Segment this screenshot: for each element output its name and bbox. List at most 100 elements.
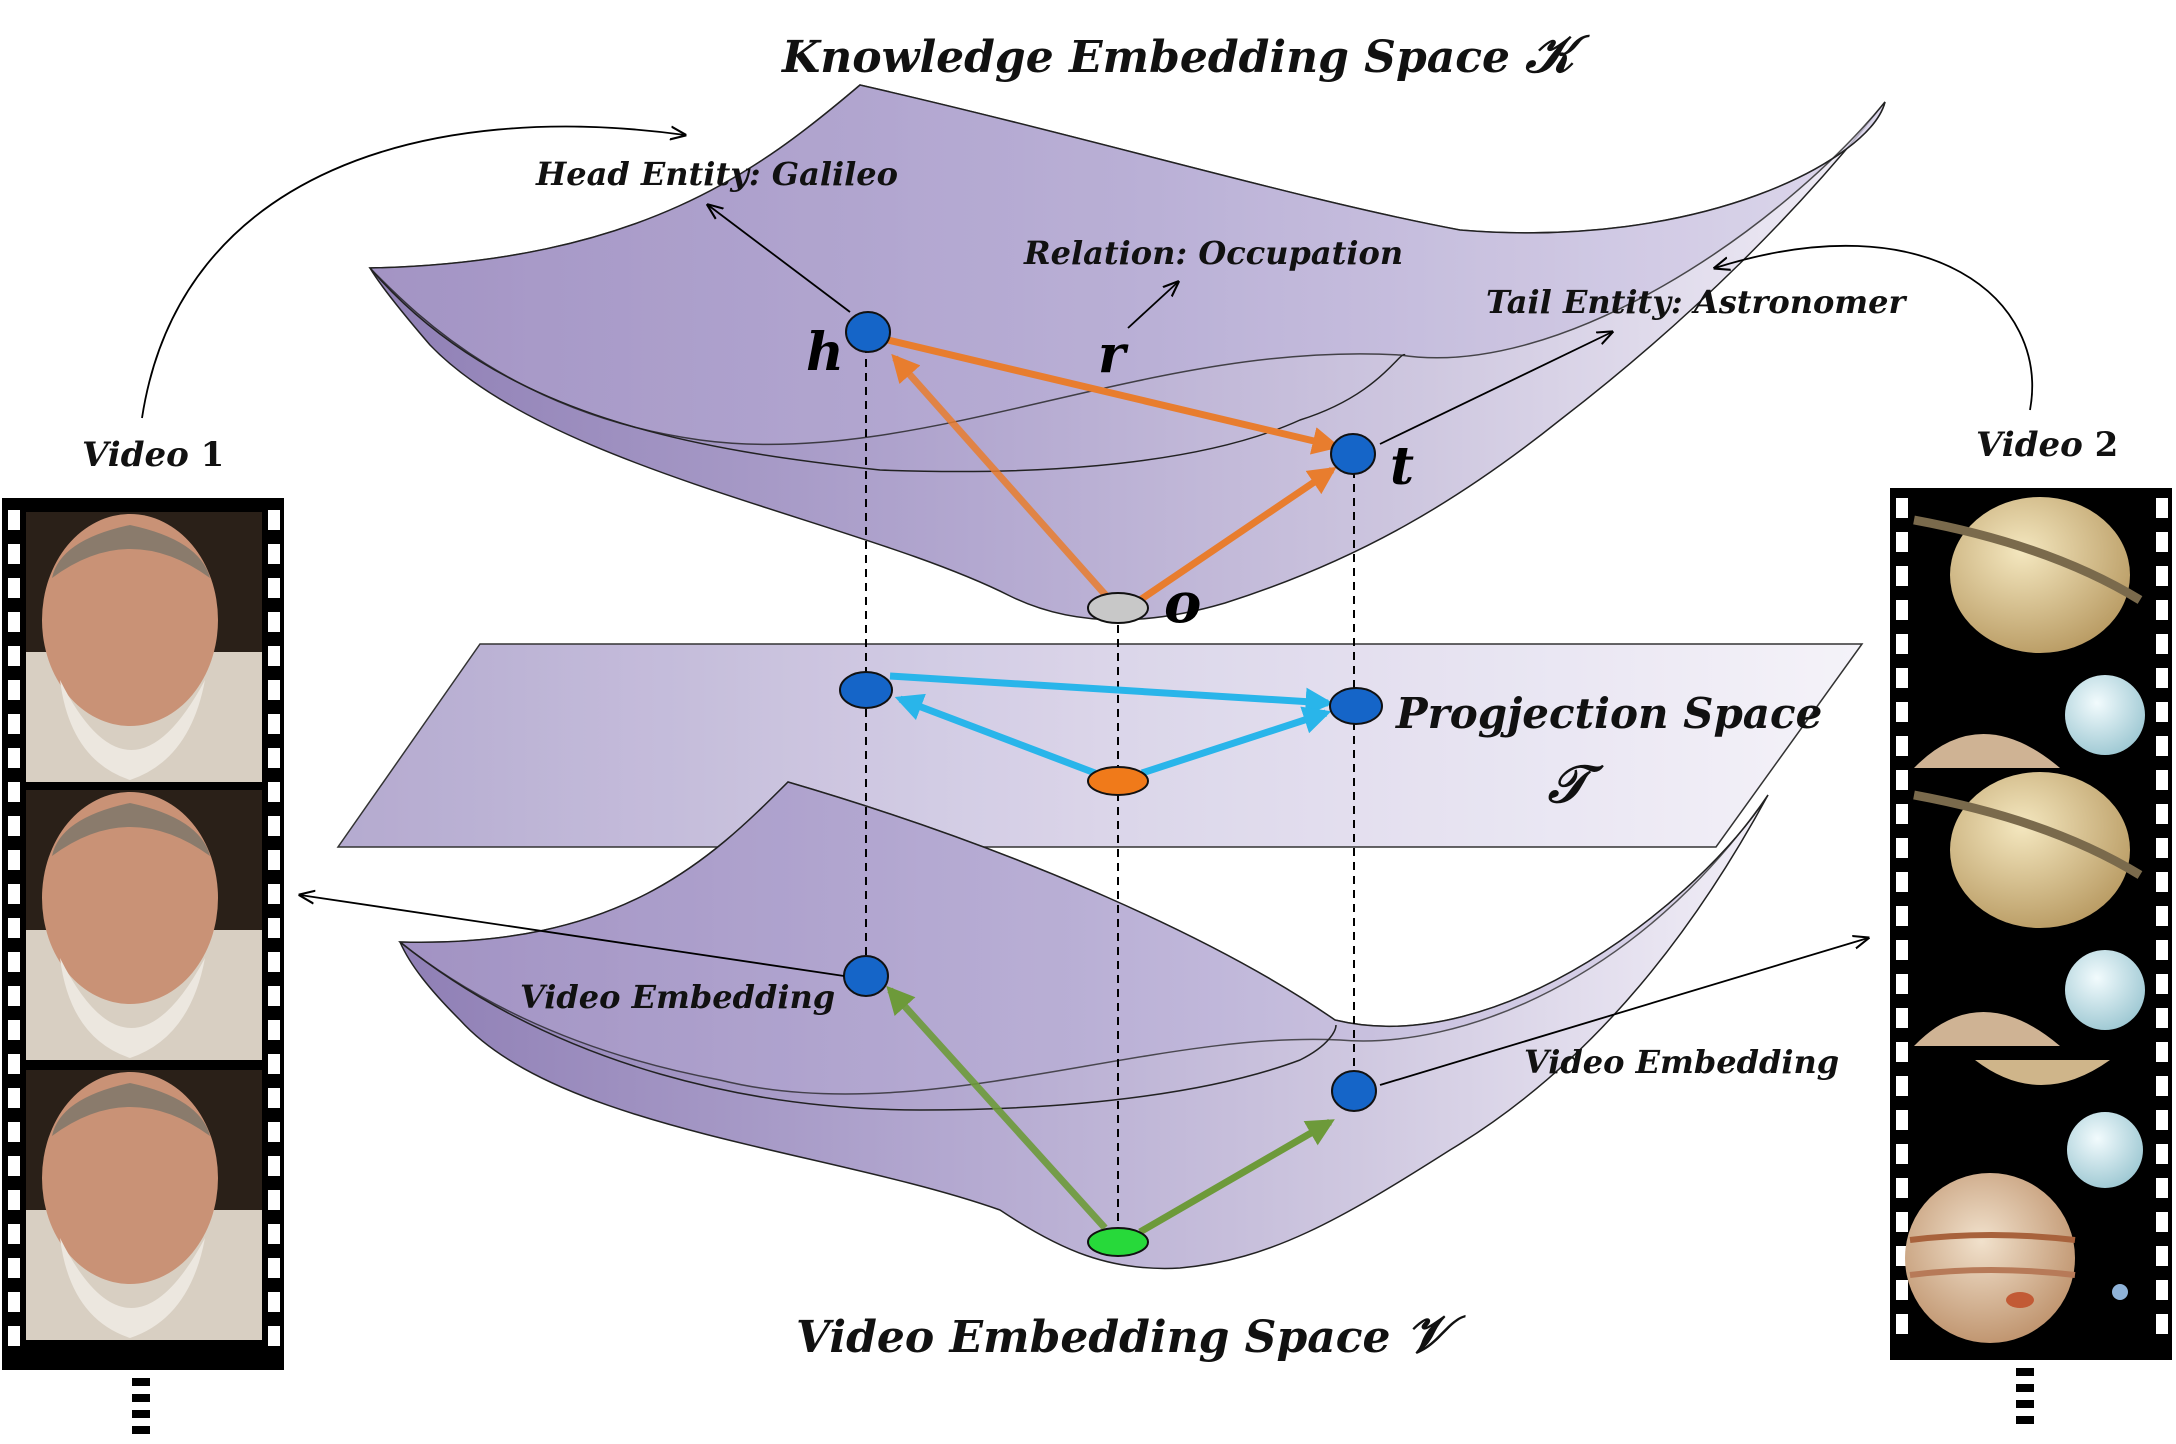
node-o-projection [1087,766,1149,796]
knowledge-space-title: Knowledge Embedding Space 𝒦 [780,24,1590,85]
sprocket-hole [268,1054,280,1074]
proj-arrow-o-to-t [1140,706,1332,777]
var-o: o [1164,570,1201,636]
sprocket-hole [1896,1110,1908,1130]
sprocket-hole [1896,1042,1908,1062]
frame-galileo-3 [26,1070,262,1340]
frame-planets-1 [1913,497,2150,770]
sprocket-hole [8,1156,20,1176]
sprocket-hole [8,1054,20,1074]
sprocket-hole [268,1326,280,1346]
film-strip-video1 [2,498,284,1434]
sprocket-hole [8,850,20,870]
sprocket-hole [2156,600,2168,620]
knowledge-space-title-text: Knowledge Embedding Space [780,32,1510,83]
sprocket-hole [1896,1212,1908,1232]
sprocket-hole [1896,1280,1908,1300]
sprocket-hole [8,578,20,598]
projection-arrows [889,672,1334,777]
pointer-tail-entity [1379,332,1612,445]
proj-arrow-o-to-h [894,693,1097,777]
node-video-right [1331,1070,1377,1112]
sprocket-hole [268,1122,280,1142]
video2-label-number: 2 [2095,425,2119,465]
node-h-projection [839,671,893,709]
sprocket-hole [268,748,280,768]
sprocket-hole [8,1326,20,1346]
sprocket-hole [1896,906,1908,926]
sprocket-hole [8,510,20,530]
pointer-relation [1127,282,1178,329]
node-t-knowledge [1330,433,1376,475]
sprocket-hole [2156,1008,2168,1028]
frame-planets-3 [1905,1058,2150,1348]
knowledge-space-symbol: 𝒦 [1524,24,1590,85]
sprocket-hole [268,714,280,734]
sprocket-hole [2156,532,2168,552]
svg-text:Video Embedding Space 𝒱: Video Embedding Space 𝒱 [796,1304,1466,1365]
sprocket-hole [2156,1144,2168,1164]
sprocket-hole [8,612,20,632]
sprocket-hole [268,1088,280,1108]
node-o-knowledge [1087,592,1149,624]
sprocket-hole [1896,1314,1908,1334]
sprocket-hole [2156,1246,2168,1266]
sprocket-hole [268,1292,280,1312]
video-embedding-right-label: Video Embedding [1524,1043,1839,1081]
frame-galileo-1 [26,512,262,782]
video1-label-prefix: Video [82,435,189,475]
sprocket-hole [268,986,280,1006]
video-embedding-left-label: Video Embedding [520,978,835,1016]
sprocket-hole [2156,838,2168,858]
sprocket-hole [2156,1042,2168,1062]
sprocket-hole [8,816,20,836]
sprocket-hole [2156,974,2168,994]
video-arrow-o-to-left [886,985,1108,1231]
sprocket-hole [268,918,280,938]
sprocket-hole [8,918,20,938]
curve-video2-to-knowledge [1715,244,2033,411]
var-t: t [1390,436,1414,497]
video2-label-prefix: Video [1976,425,2083,465]
sprocket-hole [1896,498,1908,518]
video-space-title-text: Video Embedding Space [796,1312,1391,1363]
proj-arrow-h-to-t [889,672,1334,716]
more-frames-ellipsis-right [2016,1368,2034,1424]
knowledge-embedding-surface [368,84,1886,621]
arrow-o-to-h [891,353,1113,603]
sprocket-holes-left [8,510,280,1346]
sprocket-hole [2156,1212,2168,1232]
sprocket-hole [8,1088,20,1108]
sprocket-hole [2156,770,2168,790]
sprocket-hole [1896,634,1908,654]
sprocket-hole [2156,1178,2168,1198]
node-o-video [1087,1227,1149,1257]
sprocket-hole [2156,804,2168,824]
more-frames-ellipsis-left [132,1378,150,1434]
video-embedding-surface [397,781,1769,1270]
sprocket-hole [1896,974,1908,994]
curve-video1-to-knowledge [141,127,685,419]
tail-entity-label: Tail Entity: Astronomer [1486,283,1908,321]
sprocket-hole [1896,1008,1908,1028]
sprocket-hole [1896,838,1908,858]
pointer-video-embedding-left [300,895,845,977]
sprocket-hole [268,544,280,564]
sprocket-hole [268,646,280,666]
sprocket-hole [2156,1110,2168,1130]
sprocket-hole [8,1122,20,1142]
video2-label: Video 2 [1976,425,2118,465]
sprocket-hole [2156,668,2168,688]
sprocket-hole [8,986,20,1006]
sprocket-hole [2156,1314,2168,1334]
sprocket-hole [268,1156,280,1176]
sprocket-hole [1896,940,1908,960]
sprocket-hole [8,714,20,734]
sprocket-hole [1896,736,1908,756]
arrow-h-to-t [887,336,1341,455]
sprocket-hole [1896,668,1908,688]
video-space-symbol: 𝒱 [1406,1304,1466,1365]
sprocket-hole [268,850,280,870]
sprocket-hole [268,782,280,802]
sprocket-hole [268,612,280,632]
